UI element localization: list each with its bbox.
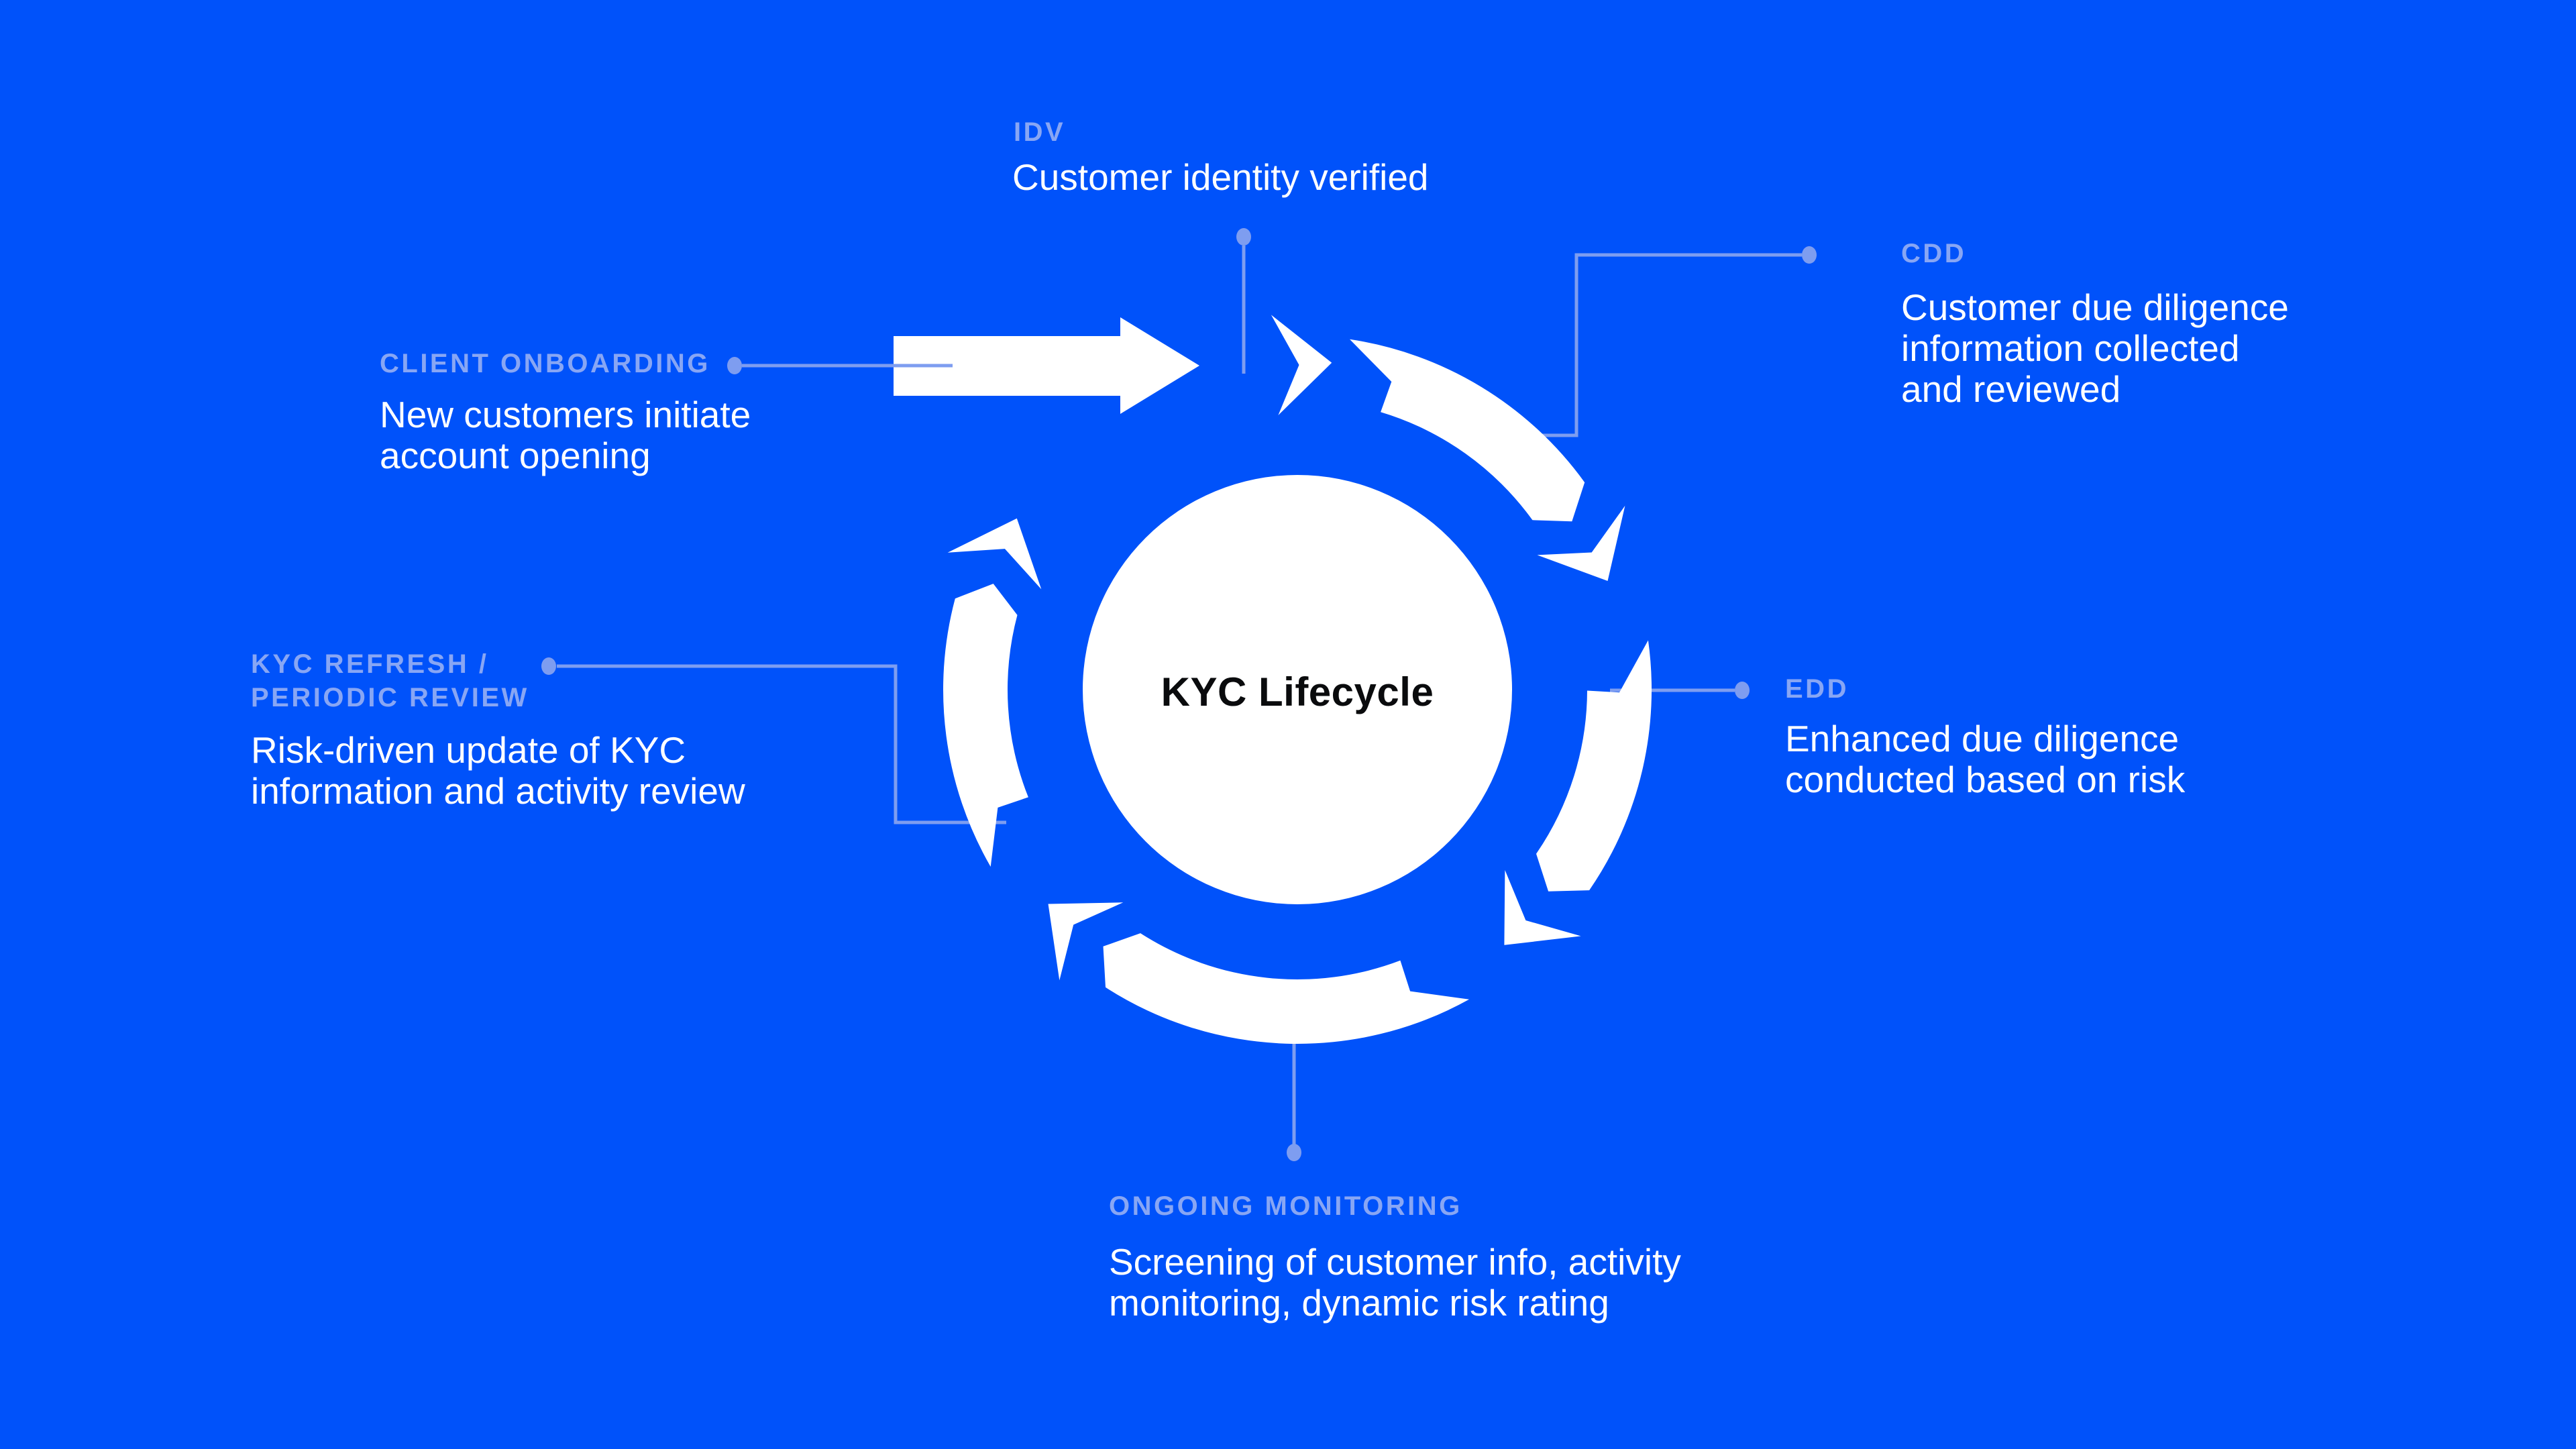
diagram-title: KYC Lifecycle bbox=[1161, 669, 1434, 714]
cycle-arrowhead-2 bbox=[1504, 870, 1581, 945]
cdd-connector-line bbox=[1503, 253, 1802, 437]
desc-line: Enhanced due diligence bbox=[1785, 718, 2180, 759]
desc-line: Screening of customer info, activity bbox=[1109, 1241, 1681, 1283]
cdd-label: CDD bbox=[1901, 237, 1966, 270]
cycle-arc-segment-1 bbox=[1350, 339, 1585, 522]
edd-connector-dot bbox=[1735, 682, 1750, 699]
label-line: KYC REFRESH / bbox=[251, 649, 489, 679]
client-onboarding-connector-dot bbox=[727, 357, 742, 374]
edd-label: EDD bbox=[1785, 672, 1849, 706]
kyc-refresh-description: Risk-driven update of KYC information an… bbox=[251, 730, 745, 812]
desc-line: Customer due diligence bbox=[1901, 286, 2289, 328]
idv-description: Customer identity verified bbox=[1012, 157, 1429, 198]
desc-line: New customers initiate bbox=[380, 394, 751, 435]
desc-line: Risk-driven update of KYC bbox=[251, 729, 686, 771]
entry-arrow bbox=[894, 317, 1199, 414]
client-onboarding-label: CLIENT ONBOARDING bbox=[380, 347, 710, 380]
ongoing-connector-dot bbox=[1287, 1144, 1301, 1161]
desc-line: information collected bbox=[1901, 327, 2240, 369]
client-onboarding-description: New customers initiate account opening bbox=[380, 394, 751, 476]
label-line: EDD bbox=[1785, 674, 1849, 704]
ongoing-monitoring-label: ONGOING MONITORING bbox=[1109, 1189, 1462, 1223]
center-disc bbox=[1083, 475, 1512, 904]
edd-description: Enhanced due diligence conducted based o… bbox=[1785, 718, 2185, 800]
label-line: ONGOING MONITORING bbox=[1109, 1191, 1462, 1221]
entry-chevron-arrowhead bbox=[1271, 315, 1332, 415]
idv-label: IDV bbox=[1014, 115, 1065, 149]
desc-line: and reviewed bbox=[1901, 368, 2121, 410]
cycle-arrowhead-3 bbox=[1048, 902, 1124, 981]
desc-line: conducted based on risk bbox=[1785, 759, 2186, 800]
cycle-arrowhead-4 bbox=[947, 518, 1042, 590]
kyc-refresh-connector-line bbox=[557, 664, 1006, 824]
label-line: CLIENT ONBOARDING bbox=[380, 349, 710, 378]
cycle-arrowhead-1 bbox=[1537, 505, 1625, 581]
desc-line: monitoring, dynamic risk rating bbox=[1109, 1282, 1609, 1324]
label-line: CDD bbox=[1901, 239, 1967, 268]
cdd-connector-dot bbox=[1802, 246, 1817, 264]
cycle-arc-segment-4 bbox=[943, 584, 1028, 867]
kyc-refresh-connector-dot bbox=[541, 657, 556, 675]
cycle-arc-segment-3 bbox=[1103, 933, 1469, 1044]
desc-line: Customer identity verified bbox=[1012, 156, 1429, 198]
ongoing-monitoring-description: Screening of customer info, activity mon… bbox=[1109, 1242, 1681, 1324]
cdd-description: Customer due diligence information colle… bbox=[1901, 287, 2289, 410]
label-line: PERIODIC REVIEW bbox=[251, 683, 529, 712]
idv-connector-dot bbox=[1236, 228, 1251, 246]
cycle-arc-segment-2 bbox=[1536, 640, 1652, 892]
kyc-refresh-label: KYC REFRESH / PERIODIC REVIEW bbox=[251, 647, 529, 714]
label-line: IDV bbox=[1014, 117, 1066, 147]
desc-line: account opening bbox=[380, 435, 651, 476]
desc-line: information and activity review bbox=[251, 770, 745, 812]
